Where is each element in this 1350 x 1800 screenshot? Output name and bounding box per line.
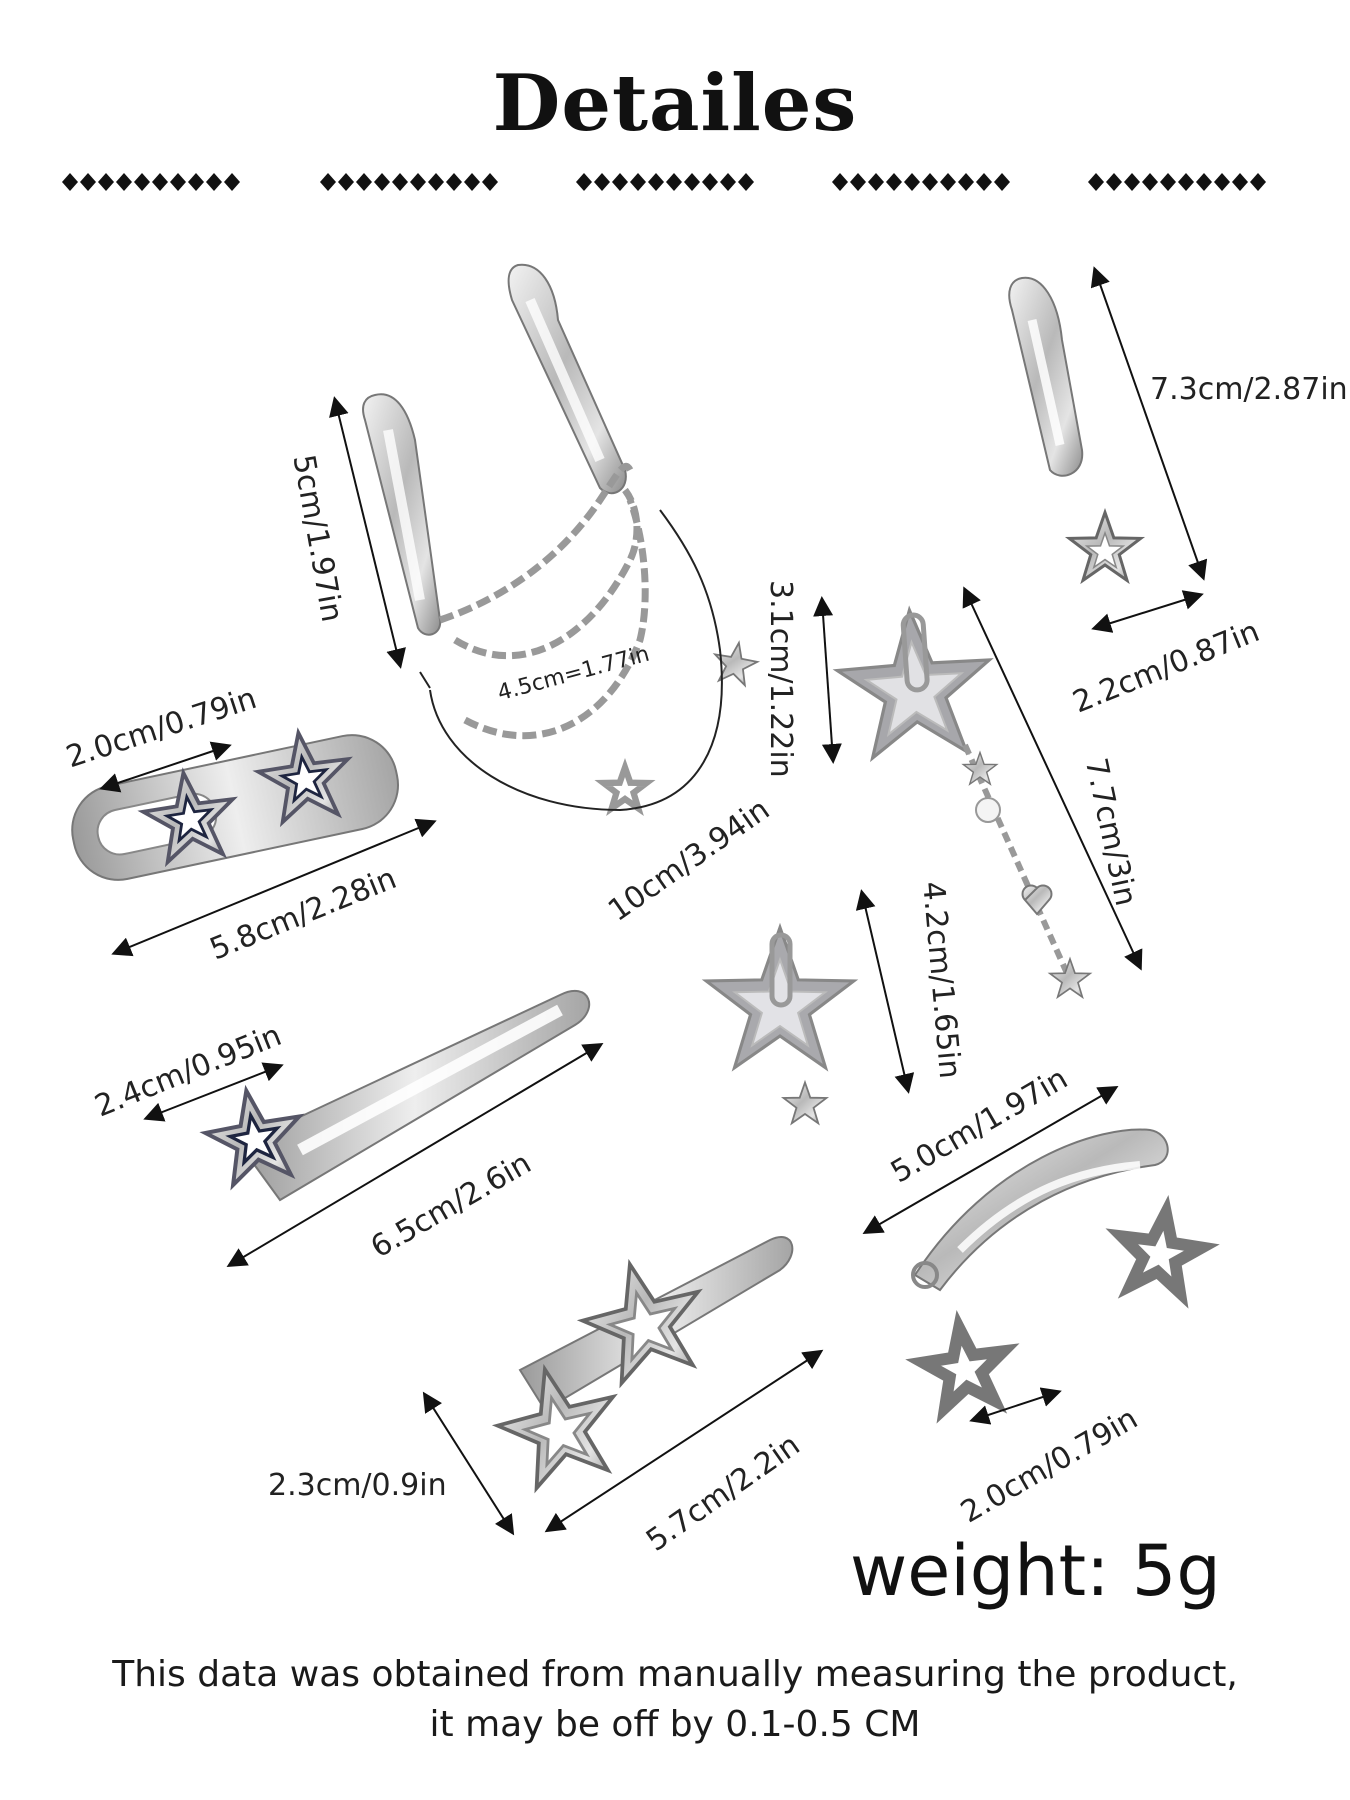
divider-diamond: [738, 173, 754, 191]
weight-label: weight: 5g: [850, 1530, 1221, 1612]
divider-diamond: [666, 173, 682, 191]
disclaimer-line-1: This data was obtained from manually mea…: [112, 1654, 1238, 1695]
divider-diamond: [134, 173, 150, 191]
divider-diamond: [720, 173, 736, 191]
dangle-star-snap-clip: [911, 1128, 1206, 1410]
divider-diamond: [1124, 173, 1140, 191]
divider-diamond: [886, 173, 902, 191]
divider-diamond: [464, 173, 480, 191]
divider-diamond: [206, 173, 222, 191]
chain-clip-set: [362, 263, 761, 810]
divider-diamond: [1214, 173, 1230, 191]
divider-diamond: [116, 173, 132, 191]
divider-diamond: [940, 173, 956, 191]
diamond-divider: [62, 173, 1266, 191]
divider-diamond: [152, 173, 168, 191]
label-alligator-width: 2.3cm/0.9in: [268, 1468, 447, 1503]
divider-diamond: [976, 173, 992, 191]
page-title: Detailes: [492, 58, 858, 149]
divider-diamond: [428, 173, 444, 191]
label-snap-clip-length: 7.3cm/2.87in: [1150, 372, 1348, 407]
divider-diamond: [374, 173, 390, 191]
divider-diamond: [832, 173, 848, 191]
divider-diamond: [338, 173, 354, 191]
divider-diamond: [576, 173, 592, 191]
divider-diamond: [392, 173, 408, 191]
divider-diamond: [98, 173, 114, 191]
disclaimer-line-2: it may be off by 0.1-0.5 CM: [429, 1704, 921, 1745]
divider-diamond: [1160, 173, 1176, 191]
divider-diamond: [446, 173, 462, 191]
divider-diamond: [994, 173, 1010, 191]
divider-diamond: [1196, 173, 1212, 191]
divider-diamond: [958, 173, 974, 191]
small-glitter-star-clip: [704, 925, 856, 1125]
divider-diamond: [1088, 173, 1104, 191]
divider-diamond: [188, 173, 204, 191]
divider-diamond: [684, 173, 700, 191]
divider-diamond: [410, 173, 426, 191]
divider-diamond: [1142, 173, 1158, 191]
divider-diamond: [1250, 173, 1266, 191]
divider-diamond: [904, 173, 920, 191]
divider-diamond: [80, 173, 96, 191]
divider-diamond: [702, 173, 718, 191]
divider-diamond: [850, 173, 866, 191]
snap-clip-star: [1008, 276, 1143, 582]
divider-diamond: [170, 173, 186, 191]
divider-diamond: [1232, 173, 1248, 191]
divider-diamond: [356, 173, 372, 191]
divider-diamond: [630, 173, 646, 191]
divider-diamond: [922, 173, 938, 191]
divider-diamond: [648, 173, 664, 191]
divider-diamond: [482, 173, 498, 191]
measurement-disclaimer: This data was obtained from manually mea…: [0, 1650, 1350, 1750]
divider-diamond: [320, 173, 336, 191]
divider-diamond: [594, 173, 610, 191]
divider-diamond: [224, 173, 240, 191]
divider-diamond: [612, 173, 628, 191]
divider-diamond: [868, 173, 884, 191]
label-glitter-star-height: 3.1cm/1.22in: [763, 580, 798, 778]
divider-diamond: [1106, 173, 1122, 191]
divider-diamond: [62, 173, 78, 191]
divider-diamond: [1178, 173, 1194, 191]
dimension-lines: [99, 266, 1208, 1536]
